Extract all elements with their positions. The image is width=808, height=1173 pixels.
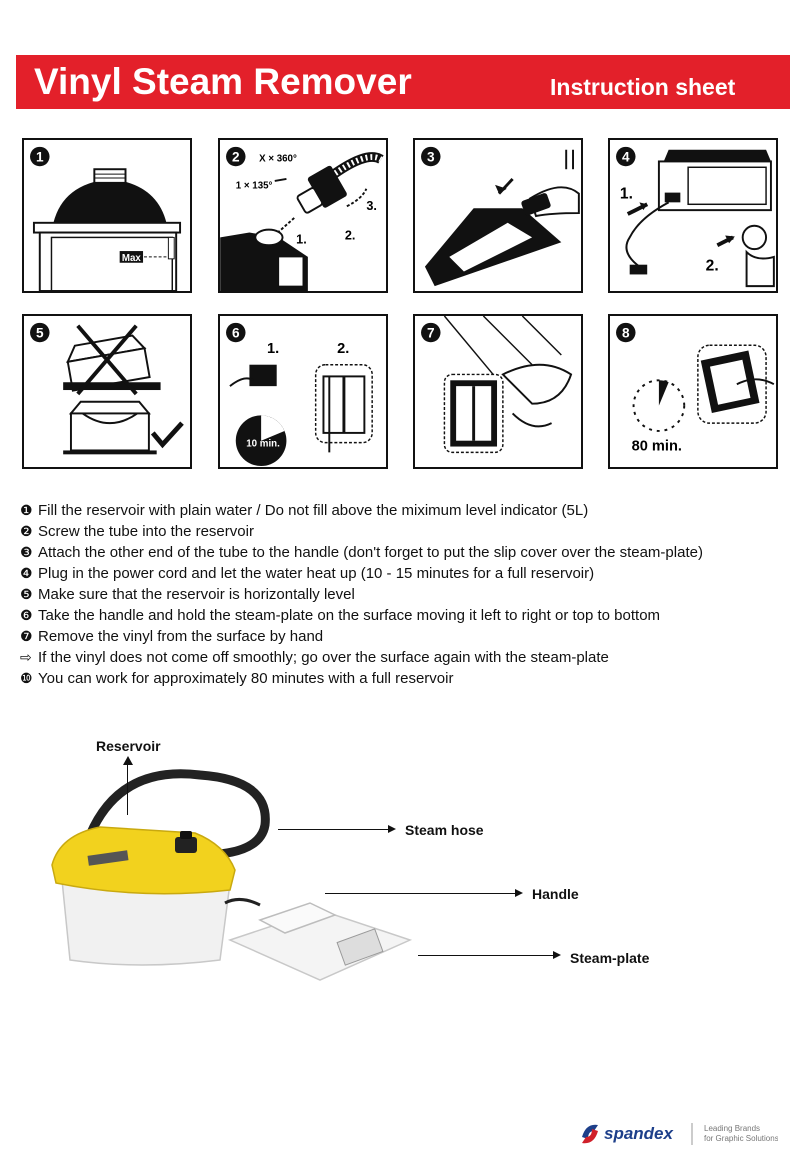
reservoir-body — [61, 879, 231, 966]
product-illustration — [51, 769, 413, 981]
step-text: Attach the other end of the tube to the … — [38, 544, 703, 561]
step-text: Fill the reservoir with plain water / Do… — [38, 502, 589, 519]
step-text: Remove the vinyl from the surface by han… — [38, 628, 324, 645]
timer-10-label: 10 min. — [246, 439, 280, 450]
step-1-marker: 1. — [620, 185, 633, 202]
instruction-steps: ❶ Fill the reservoir with plain water / D… — [20, 500, 790, 689]
reservoir-arrow — [127, 760, 128, 815]
panel-number: 2 — [232, 149, 240, 164]
reservoir-dome — [53, 178, 167, 223]
step-panel-3: 3 — [413, 138, 583, 293]
step-bullet: ⇨ — [20, 649, 32, 665]
step-item: ❼ Remove the vinyl from the surface by ha… — [20, 626, 790, 647]
arrow-right-icon — [553, 951, 561, 959]
steam-hose-label: Steam hose — [405, 822, 484, 838]
step-bullet: ❷ — [20, 523, 33, 539]
steam-hose-graphic — [85, 769, 270, 860]
panel-number: 7 — [427, 325, 435, 340]
rotate-135-label: 1 × 135° — [236, 181, 273, 192]
step-panel-5: 5 — [22, 314, 192, 469]
handle-label: Handle — [532, 886, 579, 902]
step-bullet: ❻ — [20, 607, 33, 623]
step-2-marker: 2. — [345, 228, 356, 242]
step-bullet: ❸ — [20, 544, 33, 560]
step-panel-2: 2 X × 360° 1 × 135° 3. 2. 1. — [218, 138, 388, 293]
arrow-right-icon — [515, 889, 523, 897]
spandex-logo: spandex Leading Brands for Graphic Solut… — [578, 1117, 779, 1151]
steam-plate-label: Steam-plate — [570, 950, 650, 966]
rotate-360-label: X × 360° — [259, 153, 297, 164]
reservoir-cap — [175, 837, 197, 853]
step-panel-6: 6 1. 2. 10 min. — [218, 314, 388, 469]
step-text: Plug in the power cord and let the water… — [38, 565, 595, 582]
page-subtitle: Instruction sheet — [550, 74, 736, 100]
arrow-right-icon — [388, 825, 396, 833]
step-text: You can work for approximately 80 minute… — [38, 670, 454, 687]
logo-mark-icon — [582, 1124, 598, 1139]
step-2-marker: 2. — [706, 258, 719, 275]
step-3-marker: 3. — [366, 199, 377, 213]
step-text: Make sure that the reservoir is horizont… — [38, 586, 355, 603]
reservoir-label: Reservoir — [96, 738, 161, 754]
step-item: ❻ Take the handle and hold the steam-plat… — [20, 605, 790, 626]
panel-number: 8 — [622, 325, 630, 340]
step-bullet: ❿ — [20, 670, 33, 686]
step-item: ❷ Screw the tube into the reservoir — [20, 521, 790, 542]
step-text: If the vinyl does not come off smoothly;… — [38, 649, 609, 666]
arrow-up-icon — [123, 756, 133, 765]
step-1-marker: 1. — [267, 341, 279, 357]
step-panel-4: 4 1. 2. — [608, 138, 778, 293]
step-item: ❸ Attach the other end of the tube to the… — [20, 542, 790, 563]
step-item: ❹ Plug in the power cord and let the wate… — [20, 563, 790, 584]
steam-plate-arrow — [418, 955, 553, 956]
logo-tagline-1: Leading Brands — [704, 1124, 760, 1133]
handle-graphic — [258, 902, 337, 934]
step-bullet: ❹ — [20, 565, 33, 581]
step-panel-8: 8 80 min. — [608, 314, 778, 469]
logo-tagline-2: for Graphic Solutions — [704, 1134, 778, 1143]
step-1-marker: 1. — [296, 232, 307, 246]
step-bullet: ❼ — [20, 628, 33, 644]
handle-arrow — [325, 893, 515, 894]
step-item: ⇨ If the vinyl does not come off smoothly… — [20, 647, 790, 668]
panel-number: 3 — [427, 149, 435, 164]
step-panel-7: 7 — [413, 314, 583, 469]
steam-hose-arrow — [278, 829, 388, 830]
step-2-marker: 2. — [337, 341, 349, 357]
panel-number: 5 — [36, 325, 44, 340]
step-bullet: ❺ — [20, 586, 33, 602]
page-title: Vinyl Steam Remover — [34, 61, 412, 102]
panel-number: 6 — [232, 325, 240, 340]
max-level-label: Max — [122, 253, 142, 264]
step-item: ❿ You can work for approximately 80 minut… — [20, 668, 790, 689]
step-item: ❶ Fill the reservoir with plain water / D… — [20, 500, 790, 521]
step-item: ❺ Make sure that the reservoir is horizon… — [20, 584, 790, 605]
step-text: Screw the tube into the reservoir — [38, 523, 254, 540]
panel-number: 1 — [36, 149, 44, 164]
panel-number: 4 — [622, 149, 630, 164]
logo-brand-text: spandex — [604, 1124, 675, 1143]
timer-80-label: 80 min. — [632, 438, 682, 454]
step-bullet: ❶ — [20, 502, 33, 518]
reservoir-lid — [51, 826, 236, 895]
title-banner — [16, 55, 790, 109]
step-text: Take the handle and hold the steam-plate… — [38, 607, 661, 624]
step-panel-1: 1 Max — [22, 138, 192, 293]
